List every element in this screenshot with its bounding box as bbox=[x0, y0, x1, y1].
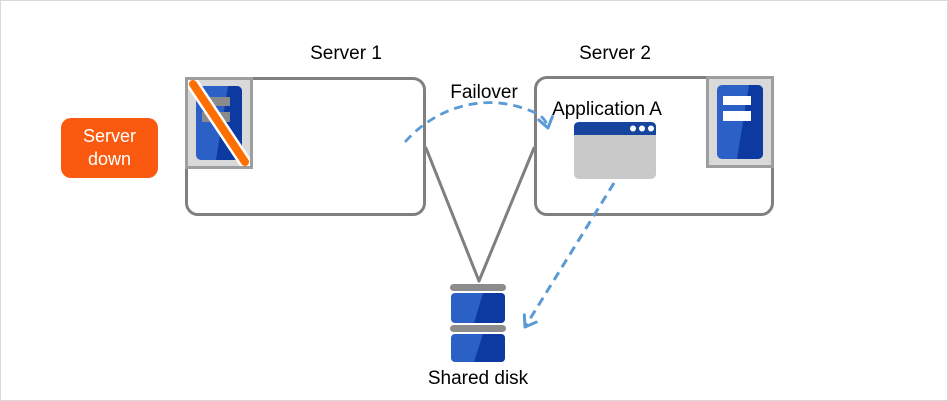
app-window-glyph bbox=[574, 122, 656, 179]
server1-label: Server 1 bbox=[310, 43, 382, 64]
server-down-badge-line1: Server bbox=[82, 125, 136, 146]
server2-label: Server 2 bbox=[579, 43, 651, 64]
server1-down-icon bbox=[185, 77, 253, 169]
application-window-icon bbox=[574, 122, 656, 184]
server-tower-crossed-out-glyph bbox=[188, 80, 250, 166]
server-down-badge-line2: down bbox=[87, 149, 132, 169]
server2-icon bbox=[706, 76, 774, 168]
shared-disk-label: Shared disk bbox=[427, 368, 529, 389]
server-down-badge: Server down bbox=[61, 118, 158, 178]
server1-disk-connector bbox=[424, 146, 481, 283]
server-tower-glyph bbox=[717, 85, 763, 159]
shared-disk-icon bbox=[447, 282, 509, 369]
failover-label: Failover bbox=[450, 82, 518, 103]
failover-arrow bbox=[403, 101, 554, 143]
application-label: Application A bbox=[552, 99, 662, 120]
disk-stack-glyph bbox=[450, 284, 506, 362]
server2-disk-connector bbox=[477, 146, 536, 283]
